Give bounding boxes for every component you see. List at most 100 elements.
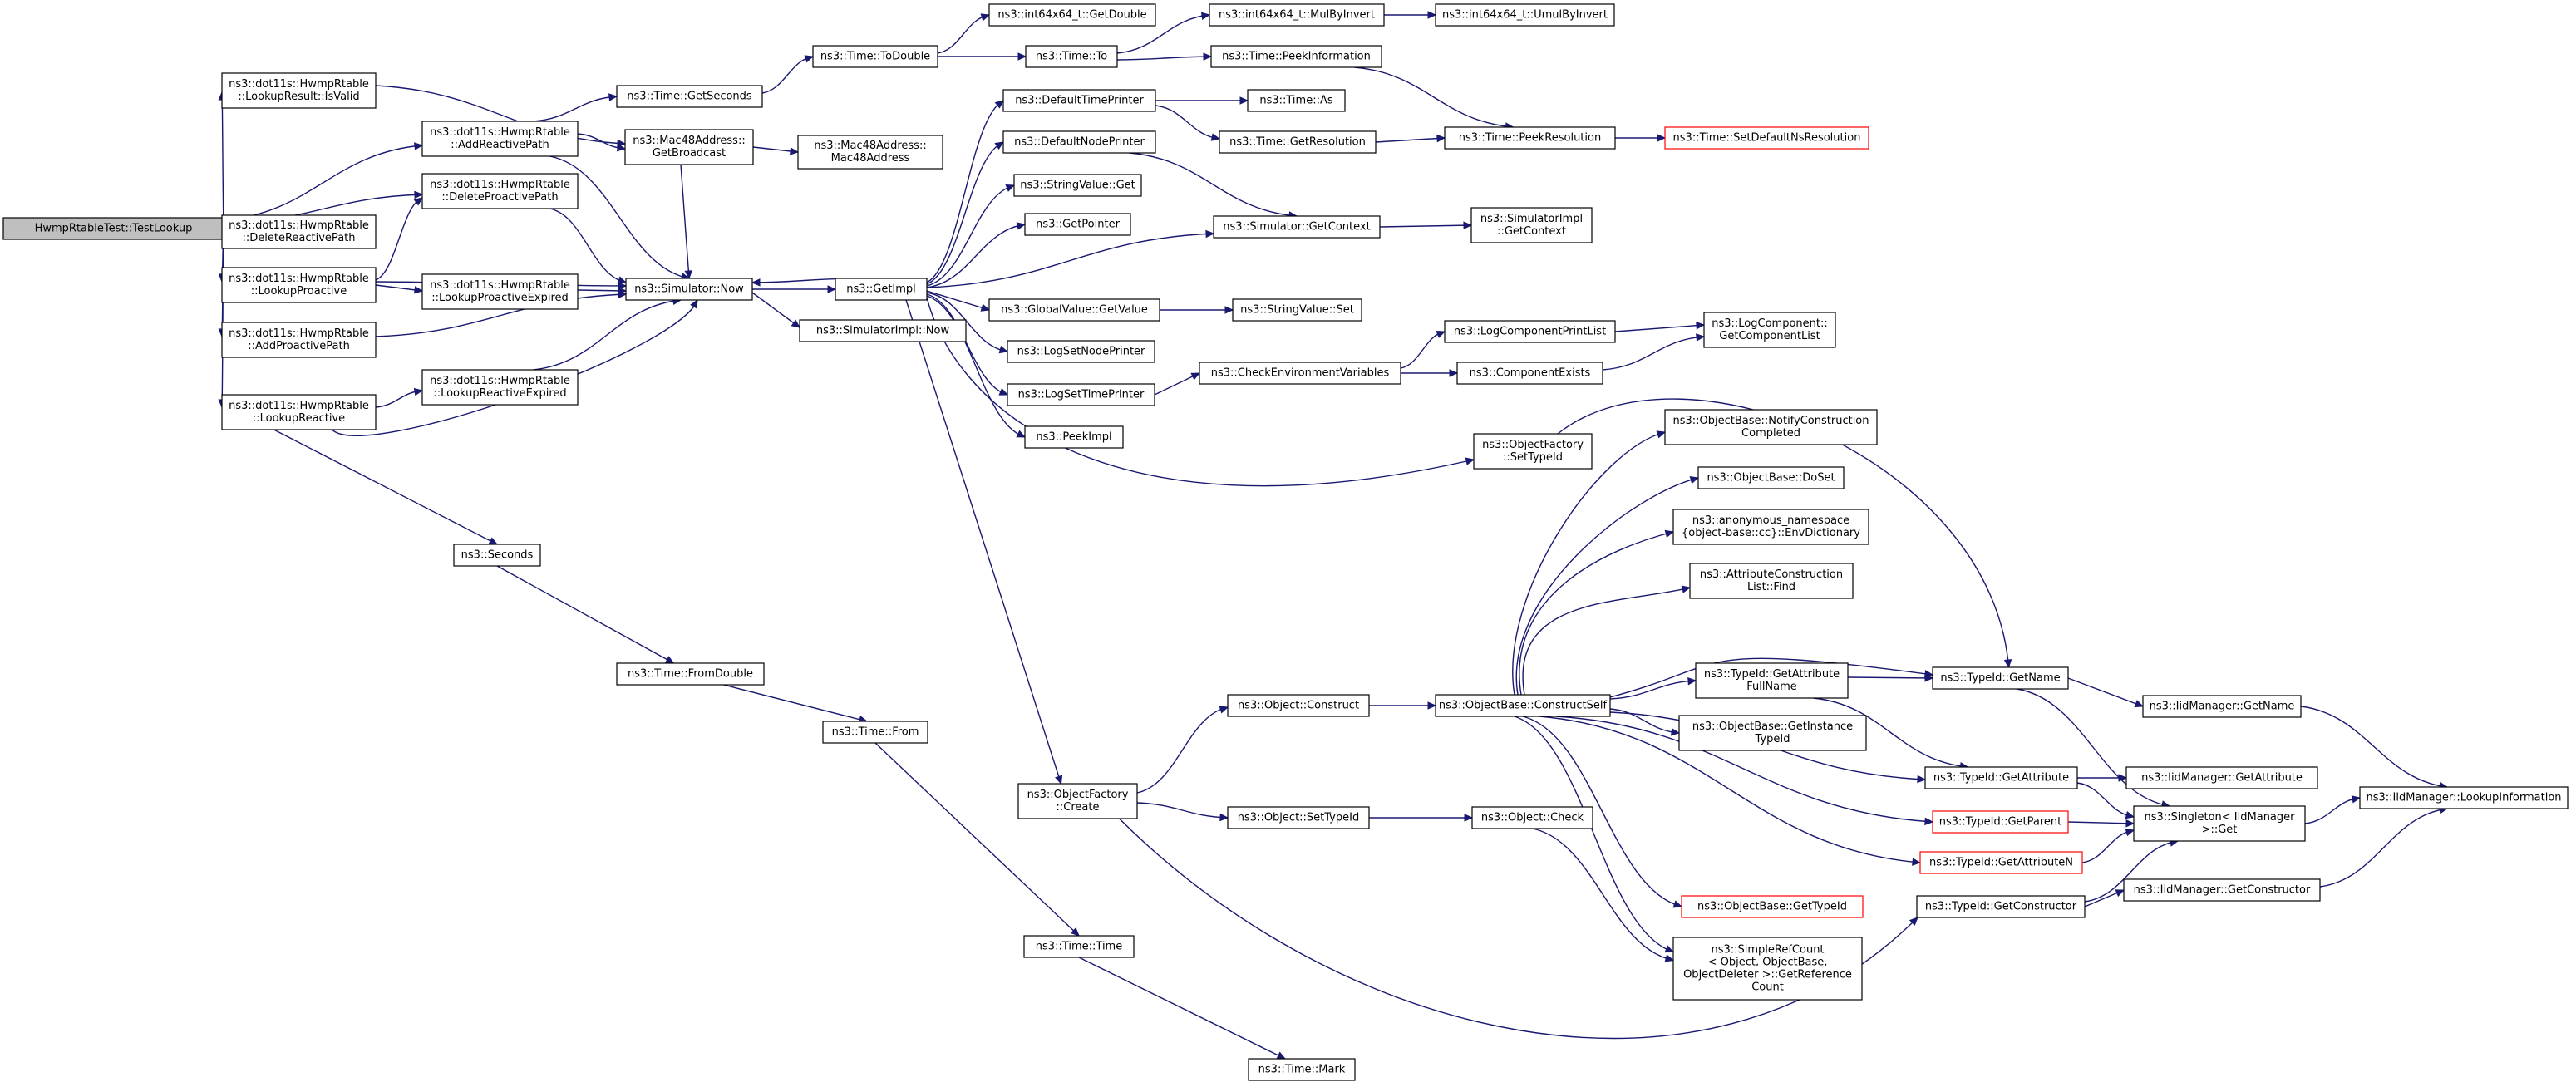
node-objbasegettypeid[interactable]: ns3::ObjectBase::GetTypeId — [1681, 895, 1864, 918]
edge-getbroadcast-to-mac48ctor — [752, 146, 800, 155]
node-peekimpl[interactable]: ns3::PeekImpl — [1024, 425, 1124, 449]
edge-lookupproactive-to-lookupproactiveexpired — [375, 284, 424, 294]
node-defaulttimeprinter[interactable]: ns3::DefaultTimePrinter — [1002, 89, 1156, 112]
node-box — [1932, 810, 2069, 834]
arrowhead-icon — [1190, 372, 1201, 381]
node-lookupreactiveexpired[interactable]: ns3::dot11s::HwmpRtable::LookupReactiveE… — [421, 369, 579, 406]
node-getpointer[interactable]: ns3::GetPointer — [1024, 213, 1131, 236]
edge-line — [751, 292, 800, 328]
edge-globalvalueget-to-stringvalueset — [1160, 306, 1234, 314]
node-typeidgetattributen[interactable]: ns3::TypeId::GetAttributeN — [1919, 851, 2083, 874]
node-stringvalueset[interactable]: ns3::StringValue::Set — [1232, 298, 1362, 322]
edge-timetime-to-timemark — [1078, 957, 1287, 1060]
node-iidgetattribute[interactable]: ns3::IidManager::GetAttribute — [2125, 766, 2318, 789]
node-singletonget[interactable]: ns3::Singleton< IidManager >::Get — [2133, 805, 2306, 842]
edge-line — [1375, 137, 1446, 143]
edge-lookupreactive-to-lookupreactiveexpired — [375, 387, 424, 408]
node-getcomponentlist[interactable]: ns3::LogComponent::GetComponentList — [1703, 312, 1836, 348]
node-getbroadcast[interactable]: ns3::Mac48Address::GetBroadcast — [624, 129, 754, 165]
node-typeidgetname[interactable]: ns3::TypeId::GetName — [1932, 666, 2069, 690]
node-box — [799, 319, 967, 342]
node-envdictionary[interactable]: ns3::anonymous_namespace{object-base::cc… — [1672, 509, 1869, 545]
node-peekinformation[interactable]: ns3::Time::PeekInformation — [1210, 45, 1382, 68]
arrowhead-icon — [1219, 813, 1229, 822]
node-timeas[interactable]: ns3::Time::As — [1247, 89, 1346, 112]
node-getseconds[interactable]: ns3::Time::GetSeconds — [616, 85, 763, 108]
node-deleteproactive[interactable]: ns3::dot11s::HwmpRtable::DeleteProactive… — [421, 173, 579, 209]
node-label: ns3::TypeId::GetConstructor — [1925, 901, 2077, 913]
node-fromdouble[interactable]: ns3::Time::FromDouble — [616, 662, 765, 686]
node-getrefcount[interactable]: ns3::SimpleRefCount< Object, ObjectBase,… — [1672, 937, 1863, 1001]
node-umulbyinvert[interactable]: ns3::int64x64_t::UmulByInvert — [1435, 3, 1615, 27]
node-defaultnodeprinter[interactable]: ns3::DefaultNodePrinter — [1002, 130, 1156, 154]
node-logcompprintlist[interactable]: ns3::LogComponentPrintList — [1444, 320, 1616, 343]
node-label: ::AddReactivePath — [451, 139, 549, 151]
edge-line — [926, 292, 1008, 352]
node-addreactive[interactable]: ns3::dot11s::HwmpRtable::AddReactivePath — [421, 121, 579, 157]
node-box — [1013, 174, 1142, 197]
node-label: ns3::PeekImpl — [1036, 431, 1111, 444]
node-objfactorysettypeid[interactable]: ns3::ObjectFactory::SetTypeId — [1473, 433, 1593, 470]
node-box — [616, 662, 765, 686]
node-logsettimeprinter[interactable]: ns3::LogSetTimePrinter — [1007, 383, 1155, 406]
node-simnow[interactable]: ns3::Simulator::Now — [625, 278, 753, 301]
node-deletereactive[interactable]: ns3::dot11s::HwmpRtable::DeleteReactiveP… — [221, 214, 377, 249]
node-timefrom[interactable]: ns3::Time::From — [822, 721, 928, 744]
node-label: ns3::dot11s::HwmpRtable — [229, 327, 369, 340]
node-timetime[interactable]: ns3::Time::Time — [1023, 935, 1135, 958]
node-box — [1919, 851, 2083, 874]
node-mac48ctor[interactable]: ns3::Mac48Address::Mac48Address — [797, 135, 943, 170]
node-stringvalueget[interactable]: ns3::StringValue::Get — [1013, 174, 1142, 197]
node-globalvalueget[interactable]: ns3::GlobalValue::GetValue — [988, 298, 1160, 322]
node-typeidgetparent[interactable]: ns3::TypeId::GetParent — [1932, 810, 2069, 834]
node-typeidgetattribute[interactable]: ns3::TypeId::GetAttribute — [1924, 766, 2078, 789]
node-timeto[interactable]: ns3::Time::To — [1025, 45, 1118, 68]
node-objectconstruct[interactable]: ns3::Object::Construct — [1227, 694, 1370, 717]
node-notifyconstruction[interactable]: ns3::ObjectBase::NotifyConstructionCompl… — [1664, 409, 1878, 445]
node-getcontext[interactable]: ns3::Simulator::GetContext — [1213, 215, 1381, 239]
node-iidlookupinfo[interactable]: ns3::IidManager::LookupInformation — [2359, 786, 2569, 809]
node-logsetnodeprinter[interactable]: ns3::LogSetNodePrinter — [1007, 340, 1155, 363]
node-addproactive[interactable]: ns3::dot11s::HwmpRtable::AddProactivePat… — [221, 322, 377, 358]
arrowhead-icon — [413, 387, 424, 396]
node-label: ns3::IidManager::GetConstructor — [2134, 884, 2311, 897]
edge-timeto-to-mulbyinvert — [1116, 12, 1211, 54]
node-objectcheck[interactable]: ns3::Object::Check — [1471, 806, 1593, 829]
node-getconstructor[interactable]: ns3::TypeId::GetConstructor — [1916, 895, 2086, 918]
node-mulbyinvert[interactable]: ns3::int64x64_t::MulByInvert — [1209, 3, 1385, 27]
node-seconds[interactable]: ns3::Seconds — [453, 544, 541, 567]
node-simimplnow[interactable]: ns3::SimulatorImpl::Now — [799, 319, 967, 342]
node-getimpl[interactable]: ns3::GetImpl — [835, 278, 928, 301]
node-label: ns3::StringValue::Get — [1020, 180, 1135, 192]
node-label: ns3::GetImpl — [846, 283, 916, 296]
node-objectsettypeid[interactable]: ns3::Object::SetTypeId — [1227, 806, 1370, 829]
edge-iidgetname-to-iidlookupinfo — [2300, 706, 2449, 790]
node-setdefaultns[interactable]: ns3::Time::SetDefaultNsResolution — [1664, 126, 1869, 150]
node-objfactorycreate[interactable]: ns3::ObjectFactory::Create — [1017, 783, 1138, 819]
node-lookupproactive[interactable]: ns3::dot11s::HwmpRtable::LookupProactive — [221, 267, 377, 303]
node-box — [1002, 89, 1156, 112]
node-getresolution[interactable]: ns3::Time::GetResolution — [1219, 130, 1377, 154]
node-constructself[interactable]: ns3::ObjectBase::ConstructSelf — [1435, 694, 1611, 717]
node-lookupproactiveexpired[interactable]: ns3::dot11s::HwmpRtable::LookupProactive… — [421, 273, 579, 310]
node-todouble[interactable]: ns3::Time::ToDouble — [812, 45, 938, 68]
node-componentexists[interactable]: ns3::ComponentExists — [1456, 362, 1603, 385]
node-lookupreactive[interactable]: ns3::dot11s::HwmpRtable::LookupReactive — [221, 394, 377, 430]
arrowhead-icon — [618, 290, 628, 299]
node-doset[interactable]: ns3::ObjectBase::DoSet — [1697, 466, 1845, 489]
node-peekresolution[interactable]: ns3::Time::PeekResolution — [1444, 126, 1616, 150]
node-simimplgetcontext[interactable]: ns3::SimulatorImpl::GetContext — [1470, 207, 1593, 243]
node-box — [1213, 215, 1381, 239]
node-label: GetBroadcast — [653, 147, 726, 160]
node-getdouble[interactable]: ns3::int64x64_t::GetDouble — [988, 3, 1156, 27]
node-iidgetname[interactable]: ns3::IidManager::GetName — [2142, 695, 2302, 718]
edge-line — [1609, 680, 1697, 700]
node-timemark[interactable]: ns3::Time::Mark — [1248, 1058, 1356, 1081]
node-isvalid[interactable]: ns3::dot11s::HwmpRtable::LookupResult::I… — [221, 72, 377, 109]
node-box — [221, 267, 377, 303]
node-checkenv[interactable]: ns3::CheckEnvironmentVariables — [1199, 362, 1401, 385]
node-iidgetconstructor[interactable]: ns3::IidManager::GetConstructor — [2123, 878, 2321, 902]
